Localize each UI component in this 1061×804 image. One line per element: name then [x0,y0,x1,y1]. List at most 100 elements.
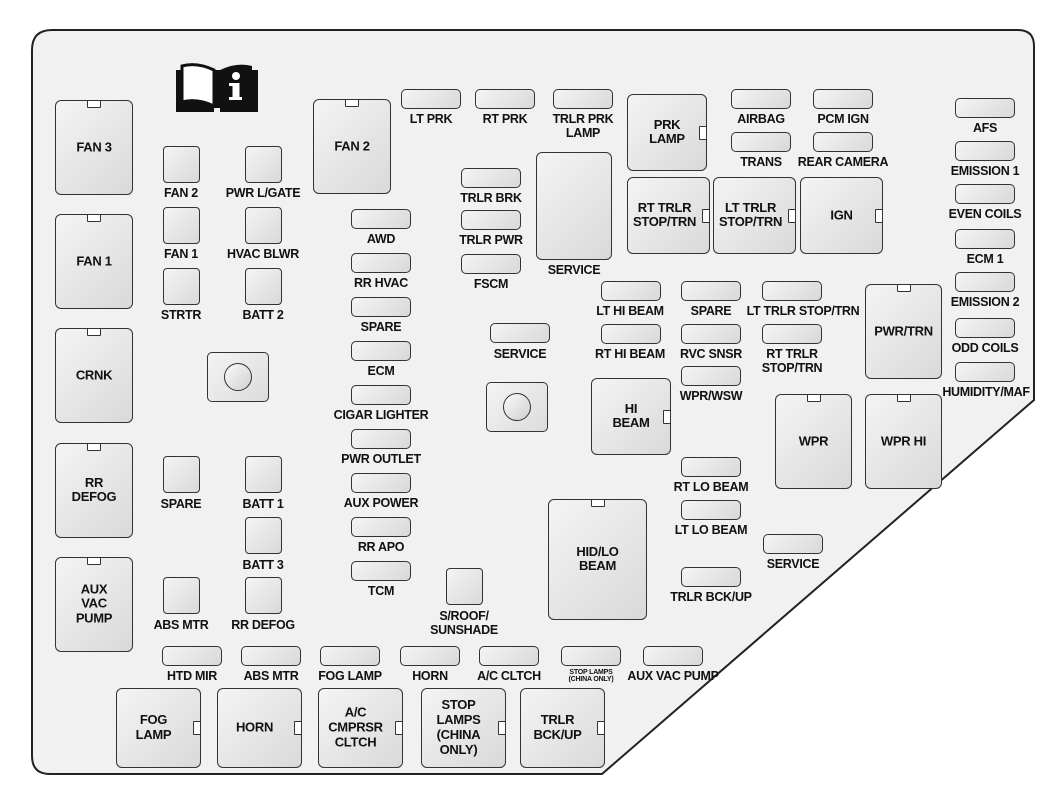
relay-fog-lamp-label: FOG LAMP [135,712,172,742]
relay-wpr-hi-label: WPR HI [880,433,927,449]
relay-lt-trlr-stop-trn-label: LT TRLR STOP/TRN [718,199,783,230]
fuse-abs-mtr-bottom-label: ABS MTR [243,669,299,683]
fuse-batt3-label: BATT 3 [242,558,284,572]
fuse-cigar-lighter [351,385,411,405]
relay-crnk: CRNK [55,328,133,423]
fuse-fan2 [163,146,200,183]
fuse-hvac-blwr [245,207,282,244]
fuse-abs-mtr-bottom [241,646,301,666]
fuse-horn [400,646,460,666]
fuse-lt-prk [401,89,461,109]
fuse-rt-prk [475,89,535,109]
fuse-even-coils-label: EVEN COILS [948,207,1022,221]
fuse-stop-lamps-china-label: STOP LAMPS (CHINA ONLY) [568,669,614,683]
fuse-pwr-outlet-label: PWR OUTLET [341,452,421,466]
fuse-fog-lamp [320,646,380,666]
fuse-trlr-pwr [461,210,521,230]
fuse-trlr-brk [461,168,521,188]
fuse-pwr-lgate [245,146,282,183]
fuse-emission1 [955,141,1015,161]
fuse-rear-camera [813,132,873,152]
relay-rt-trlr-stop-trn-label: RT TRLR STOP/TRN [632,199,697,230]
relay-wpr-hi: WPR HI [865,394,942,489]
mounting-bolt-center [486,382,548,432]
fuse-wpr-wsw [681,366,741,386]
fuse-fan1-label: FAN 1 [164,247,198,261]
fuse-rt-hi-beam [601,324,661,344]
fuse-odd-coils-label: ODD COILS [951,341,1019,355]
fuse-tcm-label: TCM [367,584,395,598]
fuse-rr-hvac-label: RR HVAC [354,276,408,290]
fuse-ecm1 [955,229,1015,249]
fuse-batt2-label: BATT 2 [242,308,284,322]
relay-pwr-trn-label: PWR/TRN [874,323,933,339]
fuse-abs-mtr-label: ABS MTR [153,618,209,632]
relay-ac-cmprsr-cltch-label: A/C CMPRSR CLTCH [328,704,383,750]
fuse-ecm1-label: ECM 1 [966,252,1004,266]
fuse-aux-vac-pump-label: AUX VAC PUMP [627,669,719,683]
relay-stop-lamps: STOP LAMPS (CHINA ONLY) [421,688,506,768]
fuse-htd-mir [162,646,222,666]
fuse-trlr-prk-lamp-label: TRLR PRK LAMP [552,112,614,140]
fuse-aux-vac-pump [643,646,703,666]
relay-fan3: FAN 3 [55,100,133,195]
fuse-trans [731,132,791,152]
fuse-aux-power-label: AUX POWER [343,496,419,510]
relay-horn-label: HORN [235,719,274,735]
fuse-rt-trlr-stop-trn-label: RT TRLR STOP/TRN [761,347,823,375]
fuse-rt-lo-beam-label: RT LO BEAM [673,480,749,494]
fuse-spare-mid [351,297,411,317]
fuse-ac-cltch-label: A/C CLTCH [477,669,541,683]
relay-stop-lamps-label: STOP LAMPS (CHINA ONLY) [436,697,481,757]
fuse-rt-hi-beam-label: RT HI BEAM [595,347,665,361]
relay-ac-cmprsr-cltch: A/C CMPRSR CLTCH [318,688,403,768]
fuse-afs [955,98,1015,118]
fuse-service-mid-label: SERVICE [493,347,547,361]
relay-crnk-label: CRNK [75,367,113,383]
relay-hi-beam: HI BEAM [591,378,671,455]
relay-hi-beam-label: HI BEAM [612,400,650,431]
fuse-trlr-bck-up [681,567,741,587]
fuse-rt-prk-label: RT PRK [482,112,528,126]
fuse-lt-prk-label: LT PRK [409,112,453,126]
fuse-batt3 [245,517,282,554]
relay-ign-label: IGN [830,207,853,223]
fuse-batt1-label: BATT 1 [242,497,284,511]
fuse-fscm [461,254,521,274]
relay-fan3-label: FAN 3 [76,139,112,155]
fuse-humidity-maf [955,362,1015,382]
fuse-s-roof-label: S/ROOF/ SUNSHADE [430,609,498,637]
fuse-lt-trlr-stop-trn [762,281,822,301]
fuse-awd-label: AWD [366,232,396,246]
relay-wpr: WPR [775,394,852,489]
relay-fan1: FAN 1 [55,214,133,309]
service-block [536,152,612,260]
fuse-service-right [763,534,823,554]
fuse-rr-hvac [351,253,411,273]
fuse-trlr-pwr-label: TRLR PWR [459,233,523,247]
fuse-lt-hi-beam [601,281,661,301]
fuse-batt2 [245,268,282,305]
fuse-service-mid [490,323,550,343]
fuse-airbag-label: AIRBAG [737,112,785,126]
mounting-bolt-left [207,352,269,402]
fuse-rt-lo-beam [681,457,741,477]
relay-prk-lamp-label: PRK LAMP [649,116,685,147]
fuse-rear-camera-label: REAR CAMERA [797,155,889,169]
fuse-abs-mtr [163,577,200,614]
fuse-rt-trlr-stop-trn [762,324,822,344]
relay-fog-lamp: FOG LAMP [116,688,201,768]
relay-rr-defog-label: RR DEFOG [71,474,117,505]
fuse-aux-power [351,473,411,493]
fuse-awd [351,209,411,229]
relay-ign: IGN [800,177,883,254]
fuse-ac-cltch [479,646,539,666]
relay-pwr-trn: PWR/TRN [865,284,942,379]
relay-trlr-bck-up-label: TRLR BCK/UP [533,712,582,742]
fuse-rr-defog-label: RR DEFOG [231,618,295,632]
relay-lt-trlr-stop-trn: LT TRLR STOP/TRN [713,177,796,254]
fuse-strtr-label: STRTR [160,308,202,322]
fuse-rr-apo [351,517,411,537]
fuse-hvac-blwr-label: HVAC BLWR [226,247,300,261]
